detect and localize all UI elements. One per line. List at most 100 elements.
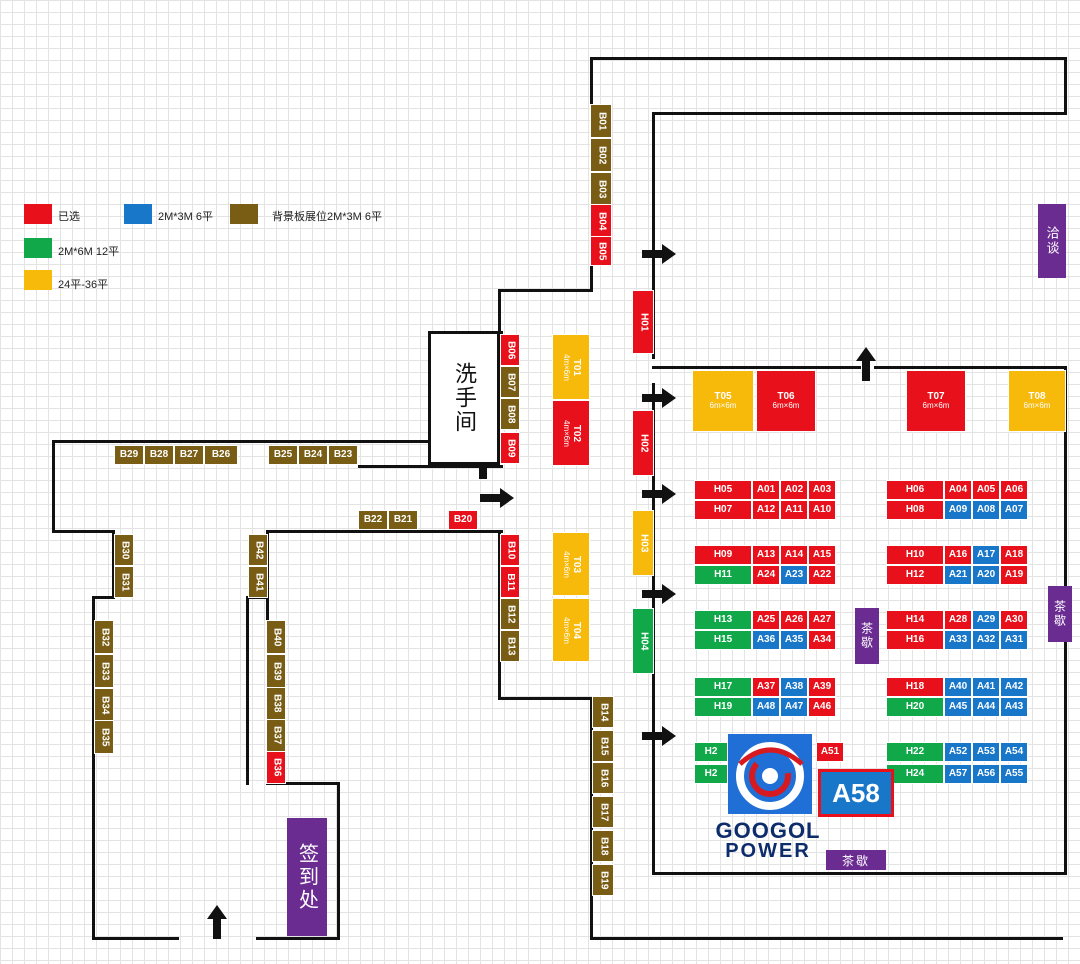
booth-b16[interactable]: B16 (592, 762, 614, 794)
booth-b29[interactable]: B29 (114, 445, 144, 465)
booth-b40[interactable]: B40 (266, 620, 286, 654)
booth-b38[interactable]: B38 (266, 686, 286, 720)
booth-b39[interactable]: B39 (266, 654, 286, 688)
booth-a54[interactable]: A54 (1000, 742, 1028, 762)
booth-b42[interactable]: B42 (248, 534, 268, 566)
booth-h17[interactable]: H17 (694, 677, 752, 697)
booth-b19[interactable]: B19 (592, 864, 614, 896)
booth-h06[interactable]: H06 (886, 480, 944, 500)
booth-b14[interactable]: B14 (592, 696, 614, 728)
booth-a56[interactable]: A56 (972, 764, 1000, 784)
booth-b02[interactable]: B02 (590, 138, 612, 172)
booth-a37[interactable]: A37 (752, 677, 780, 697)
booth-a19[interactable]: A19 (1000, 565, 1028, 585)
booth-a21[interactable]: A21 (944, 565, 972, 585)
booth-a33[interactable]: A33 (944, 630, 972, 650)
booth-h2[interactable]: H2 (694, 742, 728, 762)
booth-b27[interactable]: B27 (174, 445, 204, 465)
booth-h22[interactable]: H22 (886, 742, 944, 762)
booth-a28[interactable]: A28 (944, 610, 972, 630)
booth-b30[interactable]: B30 (114, 534, 134, 566)
booth-b07[interactable]: B07 (500, 366, 520, 398)
booth-a09[interactable]: A09 (944, 500, 972, 520)
booth-a57[interactable]: A57 (944, 764, 972, 784)
booth-h04[interactable]: H04 (632, 608, 654, 674)
booth-a14[interactable]: A14 (780, 545, 808, 565)
booth-b17[interactable]: B17 (592, 796, 614, 828)
booth-a03[interactable]: A03 (808, 480, 836, 500)
booth-a40[interactable]: A40 (944, 677, 972, 697)
booth-a51[interactable]: A51 (816, 742, 844, 762)
booth-a58[interactable]: A58 (818, 769, 894, 817)
booth-a53[interactable]: A53 (972, 742, 1000, 762)
booth-a26[interactable]: A26 (780, 610, 808, 630)
booth-a08[interactable]: A08 (972, 500, 1000, 520)
booth-b09[interactable]: B09 (500, 432, 520, 464)
booth-b22[interactable]: B22 (358, 510, 388, 530)
booth-b21[interactable]: B21 (388, 510, 418, 530)
booth-b20[interactable]: B20 (448, 510, 478, 530)
booth-a32[interactable]: A32 (972, 630, 1000, 650)
booth-b28[interactable]: B28 (144, 445, 174, 465)
booth-a48[interactable]: A48 (752, 697, 780, 717)
booth-a01[interactable]: A01 (752, 480, 780, 500)
booth-b32[interactable]: B32 (94, 620, 114, 654)
booth-a04[interactable]: A04 (944, 480, 972, 500)
booth-a45[interactable]: A45 (944, 697, 972, 717)
booth-b08[interactable]: B08 (500, 398, 520, 430)
booth-a20[interactable]: A20 (972, 565, 1000, 585)
booth-h03[interactable]: H03 (632, 510, 654, 576)
booth-a02[interactable]: A02 (780, 480, 808, 500)
booth-h05[interactable]: H05 (694, 480, 752, 500)
booth-h09[interactable]: H09 (694, 545, 752, 565)
booth-b31[interactable]: B31 (114, 566, 134, 598)
booth-b12[interactable]: B12 (500, 598, 520, 630)
booth-h13[interactable]: H13 (694, 610, 752, 630)
booth-a34[interactable]: A34 (808, 630, 836, 650)
booth-a10[interactable]: A10 (808, 500, 836, 520)
booth-b15[interactable]: B15 (592, 730, 614, 762)
booth-b03[interactable]: B03 (590, 172, 612, 206)
booth-a55[interactable]: A55 (1000, 764, 1028, 784)
booth-a15[interactable]: A15 (808, 545, 836, 565)
booth-a12[interactable]: A12 (752, 500, 780, 520)
booth-h24[interactable]: H24 (886, 764, 944, 784)
booth-a46[interactable]: A46 (808, 697, 836, 717)
booth-b18[interactable]: B18 (592, 830, 614, 862)
booth-b10[interactable]: B10 (500, 534, 520, 566)
booth-a31[interactable]: A31 (1000, 630, 1028, 650)
booth-h18[interactable]: H18 (886, 677, 944, 697)
booth-a17[interactable]: A17 (972, 545, 1000, 565)
booth-b37[interactable]: B37 (266, 718, 286, 752)
booth-a29[interactable]: A29 (972, 610, 1000, 630)
booth-a41[interactable]: A41 (972, 677, 1000, 697)
booth-h19[interactable]: H19 (694, 697, 752, 717)
booth-h16[interactable]: H16 (886, 630, 944, 650)
booth-a47[interactable]: A47 (780, 697, 808, 717)
booth-a38[interactable]: A38 (780, 677, 808, 697)
booth-b33[interactable]: B33 (94, 654, 114, 688)
booth-a06[interactable]: A06 (1000, 480, 1028, 500)
booth-h14[interactable]: H14 (886, 610, 944, 630)
booth-h10[interactable]: H10 (886, 545, 944, 565)
booth-b41[interactable]: B41 (248, 566, 268, 598)
booth-a05[interactable]: A05 (972, 480, 1000, 500)
booth-a07[interactable]: A07 (1000, 500, 1028, 520)
booth-a23[interactable]: A23 (780, 565, 808, 585)
booth-a52[interactable]: A52 (944, 742, 972, 762)
booth-a27[interactable]: A27 (808, 610, 836, 630)
booth-h01[interactable]: H01 (632, 290, 654, 354)
booth-a30[interactable]: A30 (1000, 610, 1028, 630)
booth-b34[interactable]: B34 (94, 688, 114, 722)
booth-h11[interactable]: H11 (694, 565, 752, 585)
booth-h07[interactable]: H07 (694, 500, 752, 520)
booth-h2[interactable]: H2 (694, 764, 728, 784)
booth-b05[interactable]: B05 (590, 236, 612, 266)
booth-a44[interactable]: A44 (972, 697, 1000, 717)
booth-b01[interactable]: B01 (590, 104, 612, 138)
